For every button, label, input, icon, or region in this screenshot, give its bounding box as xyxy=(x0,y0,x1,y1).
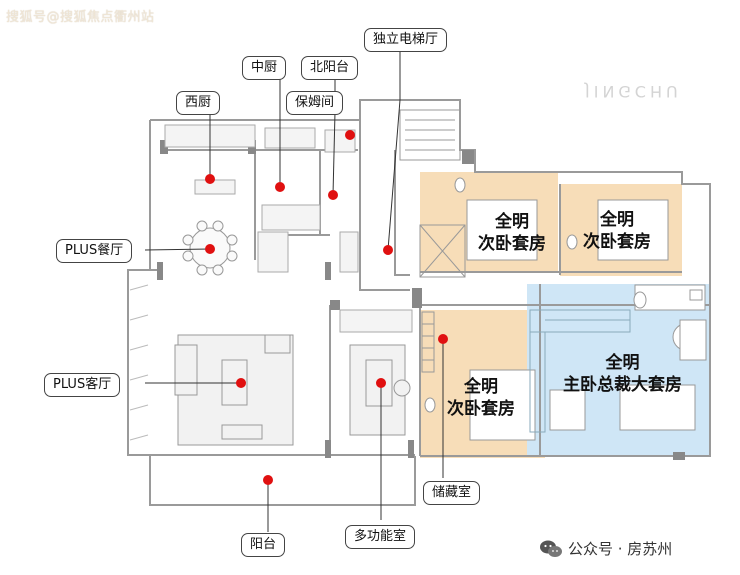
room-master: 全明 主卧总裁大套房 xyxy=(563,352,682,396)
room-bedroom-2: 全明 次卧套房 xyxy=(583,209,651,253)
room-bedroom-1: 全明 次卧套房 xyxy=(478,211,546,255)
label-plus-canting: PLUS餐厅 xyxy=(56,239,133,263)
wechat-icon xyxy=(540,540,562,558)
label-plus-keting: PLUS客厅 xyxy=(44,373,121,397)
room-bedroom-3: 全明 次卧套房 xyxy=(447,376,515,420)
label-zhongchu: 中厨 xyxy=(242,56,287,80)
marker-duogongneng xyxy=(376,378,386,388)
label-duogongneng: 多功能室 xyxy=(345,525,416,549)
room-bedroom-1-line1: 全明 xyxy=(495,212,529,232)
room-bedroom-3-line1: 全明 xyxy=(464,377,498,397)
marker-chucang xyxy=(438,334,448,344)
room-master-line2: 主卧总裁大套房 xyxy=(563,375,682,395)
markers xyxy=(205,130,448,485)
label-dulidianti: 独立电梯厅 xyxy=(364,28,448,52)
source-credit: 公众号 · 房苏州 xyxy=(540,538,672,559)
label-xichu: 西厨 xyxy=(176,91,221,115)
marker-baomujian xyxy=(328,190,338,200)
label-baomujian: 保姆间 xyxy=(286,91,344,115)
marker-dianti xyxy=(383,245,393,255)
room-master-line1: 全明 xyxy=(605,353,640,373)
marker-keting xyxy=(236,378,246,388)
room-bedroom-2-line2: 次卧套房 xyxy=(583,232,651,252)
source-text: 公众号 · 房苏州 xyxy=(568,540,673,558)
marker-yangtai xyxy=(263,475,273,485)
label-beiyangtai: 北阳台 xyxy=(301,56,359,80)
marker-zhongchu xyxy=(275,182,285,192)
marker-beiyangtai xyxy=(345,130,355,140)
room-bedroom-2-line1: 全明 xyxy=(600,210,634,230)
room-bedroom-1-line2: 次卧套房 xyxy=(478,234,546,254)
marker-canting xyxy=(205,244,215,254)
label-chucangshi: 储藏室 xyxy=(423,481,481,505)
label-yangtai: 阳台 xyxy=(241,533,286,557)
marker-xichu xyxy=(205,174,215,184)
watermark: 搜狐号@搜狐焦点衢州站 xyxy=(6,10,155,25)
room-bedroom-3-line2: 次卧套房 xyxy=(447,399,515,419)
